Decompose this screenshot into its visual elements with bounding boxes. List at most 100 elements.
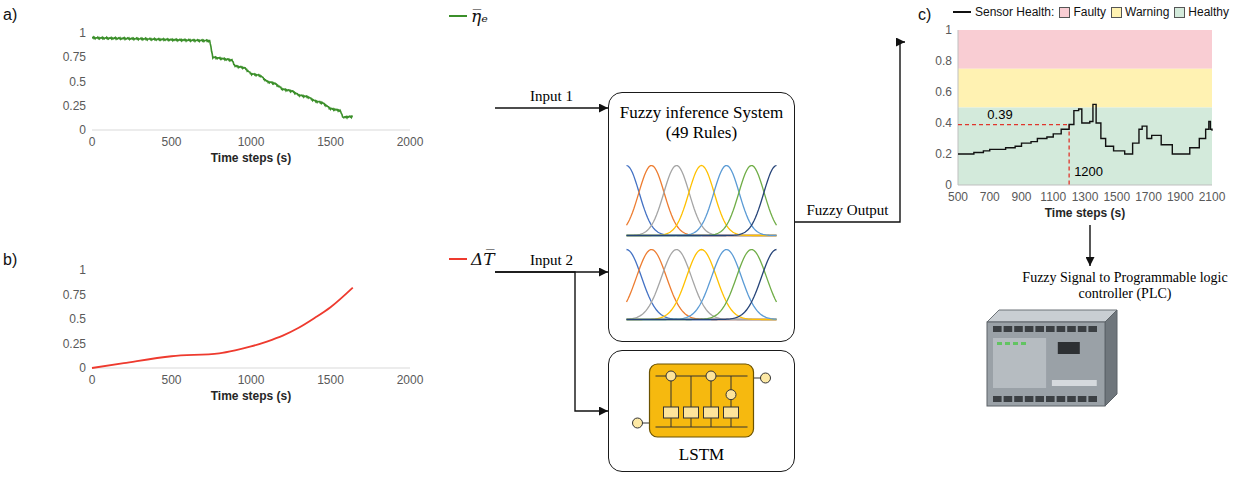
x-axis-line [92,130,410,131]
membership-curve [627,166,777,236]
arrow-connector [1089,225,1090,266]
plc-device: Fuzzy Signal to Programmable logic contr… [975,266,1230,418]
health-band [958,69,1212,108]
tick-label: 500 [948,190,968,204]
gate-wire [691,376,692,407]
tick-label: 500 [161,135,181,149]
plc-terminal [1067,326,1076,332]
membership-curve [627,166,777,236]
lstm-cell [633,364,771,437]
legend-text: η̅ₑ [471,6,488,26]
plc-terminal [1057,326,1066,332]
hidden-line [656,427,748,428]
gate-box [684,407,699,418]
arrow-connector [495,107,608,108]
legend-swatch [1059,7,1070,18]
tick-label: 0 [89,135,96,149]
gate-box [664,407,679,418]
legend-item: η̅ₑ [449,6,488,26]
tick-label: 0 [79,361,86,375]
legend-text: Healthy [1188,5,1229,19]
legend-item: Sensor Health: [953,5,1054,19]
tick-label: 0.25 [63,99,86,113]
legend-line-sample [449,15,467,17]
tick-label: 0.5 [69,312,86,326]
tick-label: 0.75 [63,50,86,64]
membership-curve [627,166,777,236]
cell-body [650,364,754,437]
io-node [761,373,771,383]
plc-terminal [1004,396,1013,402]
plc-panel [993,338,1046,388]
edge-label: Fuzzy Output [804,202,890,219]
plc-terminal [1046,326,1055,332]
plc-led [1005,342,1010,345]
device-caption: Fuzzy Signal to Programmable logic contr… [1020,266,1230,302]
membership-curve [627,166,777,236]
legend-line-sample [953,11,971,13]
legend: η̅ₑ [444,6,488,26]
legend-item: Faulty [1059,5,1106,19]
axis-title: Time steps (s) [211,389,291,403]
x-axis-line [92,368,410,369]
tick-label: 0.2 [935,147,952,161]
axis-title: Time steps (s) [211,151,291,165]
plc-side [1105,310,1117,406]
plc-terminal [993,326,1002,332]
dashed-guide [1068,125,1069,185]
plc-terminal [1078,396,1087,402]
tick-label: 1500 [317,373,344,387]
legend-swatch [1111,7,1122,18]
gate-wire [711,418,712,427]
tick-label: 1 [79,26,86,40]
y-axis-line [958,30,959,185]
plc-terminal [1088,396,1097,402]
tick-label: 500 [161,373,181,387]
plc-terminal [1025,396,1034,402]
tick-label: 0.25 [63,337,86,351]
arrow-connector [495,272,608,411]
membership-curve [627,250,777,320]
tick-label: 0.6 [935,85,952,99]
plc-front [987,322,1105,406]
plc-terminal [1057,396,1066,402]
edge-label: Input 2 [528,252,575,269]
membership-functions [627,166,777,236]
pointwise-op [726,390,736,400]
axis-title: Time steps (s) [1045,206,1125,220]
membership-curve [627,250,777,320]
plc-terminal [1046,396,1055,402]
line-chart [92,37,410,130]
gate-wire [731,418,732,427]
plc-led [997,342,1002,345]
tick-label: 0 [945,178,952,192]
tick-label: 1 [945,23,952,37]
plc-terminal [1014,326,1023,332]
plc-terminal [1088,326,1097,332]
plc-terminal [1035,326,1044,332]
plc-terminal [1067,396,1076,402]
health-curve [958,104,1212,154]
plc-terminal [1025,326,1034,332]
legend-item: Warning [1111,5,1169,19]
tick-label: 1 [79,263,86,277]
gate-wire [671,418,672,427]
tick-label: 1500 [1103,190,1130,204]
plc-terminal [1014,396,1023,402]
x-axis-line [958,185,1212,186]
membership-curve [627,250,777,320]
gate-box [724,407,739,418]
tick-label: 1700 [1135,190,1162,204]
plc-strip [1052,380,1097,386]
box-title: LSTM [609,445,794,471]
legend-text: Sensor Health: [975,5,1054,19]
gate-box [704,407,719,418]
edge-label: Input 1 [528,88,575,105]
pointwise-op [706,371,716,381]
legend-swatch [1174,7,1185,18]
membership-curve [627,250,777,320]
legend-item: ΔT̅ [449,249,495,269]
legend-text: ΔT̅ [471,249,495,269]
legend-item: Healthy [1174,5,1229,19]
